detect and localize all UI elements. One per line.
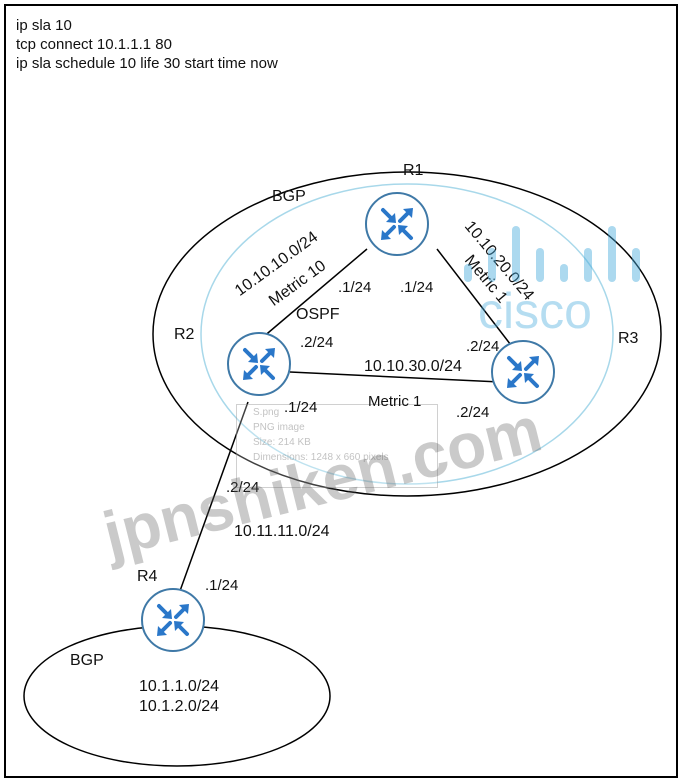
link-r2-r4-network: 10.11.11.0/24 bbox=[234, 523, 330, 540]
link-r1-r3 bbox=[436, 248, 515, 350]
link-r2-r4-r4-ip: .1/24 bbox=[205, 577, 239, 594]
router-label-r3: R3 bbox=[618, 330, 639, 347]
link-r1-r2-r2-ip: .2/24 bbox=[300, 334, 334, 351]
router-arrows-icon bbox=[157, 604, 189, 636]
router-label-r4: R4 bbox=[137, 568, 158, 585]
link-r1-r2-r1-ip: .1/24 bbox=[338, 279, 372, 296]
link-r1-r3-r1-ip: .1/24 bbox=[400, 279, 434, 296]
router-label-r2: R2 bbox=[174, 326, 195, 343]
link-r2-r4-r2-ip: .2/24 bbox=[226, 479, 260, 496]
router-arrows-icon bbox=[381, 208, 413, 240]
router-r1-icon bbox=[365, 192, 429, 256]
link-r2-r3-r3-ip: .2/24 bbox=[456, 404, 490, 421]
prefix-2: 10.1.2.0/24 bbox=[139, 698, 220, 715]
popup-line: PNG image bbox=[253, 422, 305, 433]
router-label-r1: R1 bbox=[403, 162, 424, 179]
router-r2-icon bbox=[227, 332, 291, 396]
config-line-2: tcp connect 10.1.1.1 80 bbox=[16, 36, 172, 53]
cisco-bars-watermark bbox=[464, 222, 664, 282]
link-r2-r3 bbox=[289, 371, 501, 383]
link-r2-r3-metric: Metric 1 bbox=[368, 393, 422, 410]
diagram-frame bbox=[4, 4, 678, 778]
image-info-popup: S.png PNG image Size: 214 KB Dimensions:… bbox=[236, 404, 438, 488]
link-r1-r2 bbox=[261, 248, 368, 339]
link-r2-r3-r2-ip: .1/24 bbox=[284, 399, 318, 416]
router-arrows-icon bbox=[507, 356, 539, 388]
popup-line: Size: 214 KB bbox=[253, 437, 311, 448]
ospf-label: OSPF bbox=[296, 306, 340, 323]
popup-line: S.png bbox=[253, 407, 280, 418]
config-line-3: ip sla schedule 10 life 30 start time no… bbox=[16, 55, 278, 72]
bgp-area-top bbox=[152, 171, 662, 497]
router-arrows-icon bbox=[243, 348, 275, 380]
bgp-label-bottom: BGP bbox=[70, 652, 104, 669]
ospf-area bbox=[200, 183, 614, 485]
link-r2-r3-network: 10.10.30.0/24 bbox=[364, 358, 462, 375]
prefix-1: 10.1.1.0/24 bbox=[139, 678, 220, 695]
bgp-label-top: BGP bbox=[272, 188, 306, 205]
config-line-1: ip sla 10 bbox=[16, 17, 72, 34]
router-r4-icon bbox=[141, 588, 205, 652]
link-r2-r4 bbox=[175, 401, 249, 603]
link-r1-r3-r3-ip: .2/24 bbox=[466, 338, 500, 355]
popup-line: Dimensions: 1248 x 660 pixels bbox=[253, 452, 389, 463]
router-r3-icon bbox=[491, 340, 555, 404]
